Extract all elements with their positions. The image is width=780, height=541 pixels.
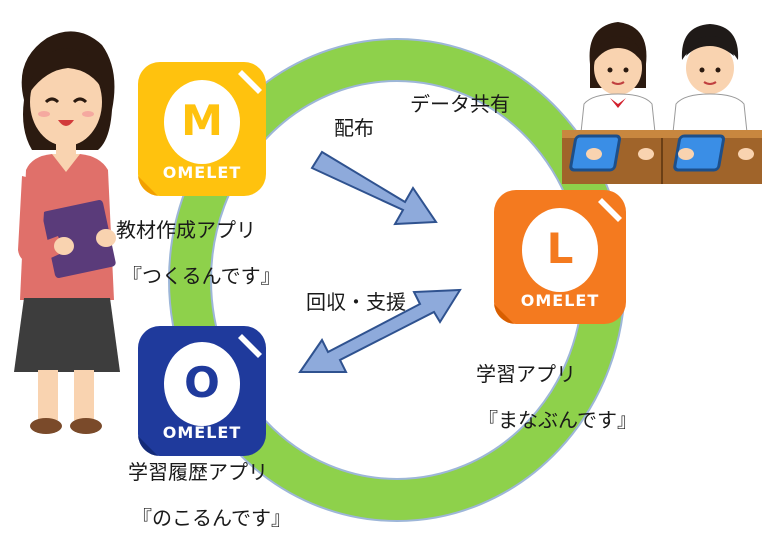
app-icon-history: O OMELET (138, 326, 266, 456)
app-learn-graphic (494, 198, 622, 324)
app-create-brand: OMELET (162, 163, 242, 182)
app-learn-name: 『まなぶんです』 (478, 408, 637, 432)
distribute-label: 配布 (334, 116, 374, 140)
app-history-caption: 学習履歴アプリ (128, 460, 268, 484)
app-learn-caption: 学習アプリ (476, 362, 576, 386)
data-share-label: データ共有 (410, 92, 510, 116)
students-illustration (562, 22, 762, 184)
app-create-caption: 教材作成アプリ (116, 218, 256, 242)
app-create-letter: M (181, 96, 223, 145)
app-history-letter: O (184, 358, 220, 407)
app-icon-create: M OMELET (138, 62, 266, 196)
app-learn-brand: OMELET (520, 291, 600, 310)
app-history-brand: OMELET (162, 423, 242, 442)
app-history-graphic (138, 334, 262, 456)
teacher-illustration (14, 31, 120, 434)
app-create-name: 『つくるんです』 (122, 264, 281, 288)
collect-support-arrow (298, 288, 462, 373)
app-learn-letter: L (546, 224, 574, 273)
app-icon-learn: L OMELET (494, 190, 626, 324)
app-create-graphic (138, 70, 262, 196)
app-history-name: 『のこるんです』 (132, 506, 291, 530)
distribute-arrow (310, 150, 438, 226)
collect-support-label: 回収・支援 (306, 290, 406, 314)
